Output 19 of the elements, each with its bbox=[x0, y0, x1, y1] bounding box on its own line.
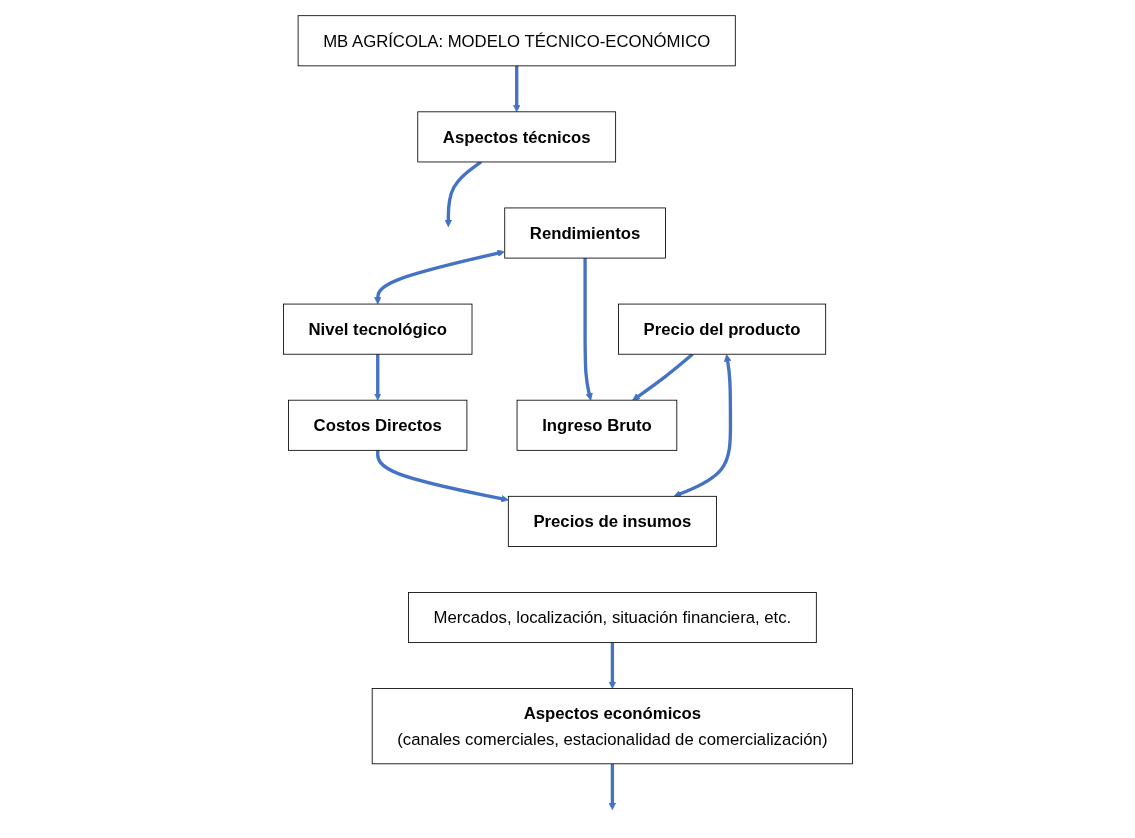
arrow bbox=[608, 642, 616, 689]
arrow bbox=[373, 354, 381, 401]
arrow bbox=[375, 450, 509, 503]
node-box: Ingreso Bruto bbox=[516, 399, 677, 451]
node-box: MB AGRÍCOLA: MODELO TÉCNICO-ECONÓMICO bbox=[297, 15, 736, 67]
node-box: Mercados, localización, situación financiera, etc. bbox=[407, 592, 817, 643]
node-box: Precio del producto bbox=[617, 303, 826, 355]
arrow bbox=[444, 160, 482, 228]
node-box: Nivel tecnológico bbox=[282, 303, 472, 355]
node-box: Rendimientos bbox=[503, 207, 666, 259]
node-box: Aspectos económicos (canales comerciales, estacionalidad de comercialización) bbox=[371, 688, 853, 765]
node-box: Precios de insumos bbox=[507, 495, 717, 547]
arrow bbox=[582, 258, 593, 401]
node-box: Aspectos técnicos bbox=[416, 111, 616, 163]
arrow bbox=[673, 354, 732, 498]
node-box: Costos Directos bbox=[287, 399, 467, 451]
arrow bbox=[373, 249, 505, 305]
arrow bbox=[512, 65, 520, 113]
arrow bbox=[608, 763, 616, 811]
